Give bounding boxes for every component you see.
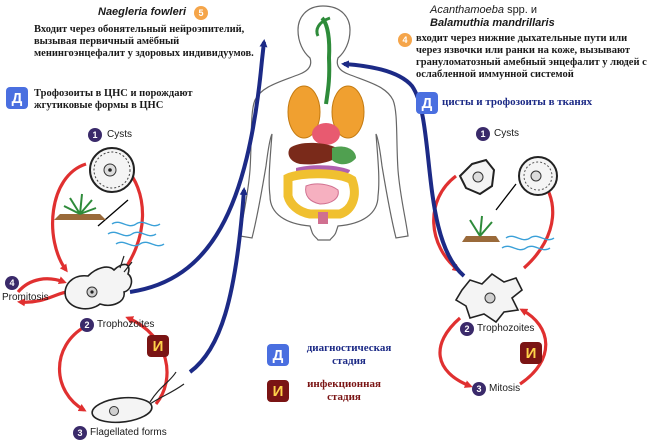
left-route-number: 5 [194, 6, 208, 20]
human-body-figure [239, 5, 409, 241]
right-organism-1-suffix: spp. и [507, 4, 538, 16]
left-organism-label: Naegleria fowleri [98, 6, 187, 18]
left-step3-number-text: 3 [77, 428, 83, 438]
right-step3-number-text: 3 [476, 384, 482, 394]
right-trophozoite-illustration [454, 272, 524, 324]
right-trophozoites-label: Trophozoites [477, 323, 535, 334]
right-infective-letter: И [525, 344, 537, 362]
left-cysts-label: Cysts [107, 129, 132, 140]
left-trophozoite-illustration [64, 255, 133, 310]
right-diagnostic-text: цисты и трофозоиты в тканях [442, 96, 593, 108]
right-step2-number-text: 2 [464, 324, 470, 334]
left-step1-number-text: 1 [92, 130, 98, 140]
left-cyst-illustration [89, 147, 135, 193]
left-step1-number: 1 [88, 128, 102, 142]
legend-diagnostic-badge: Д [267, 344, 289, 366]
left-promitosis-label: Promitosis [2, 292, 49, 303]
legend-infective-text: инфекционная стадия [307, 378, 381, 403]
right-organism-header: Acanthamoeba spp. и [430, 4, 537, 17]
left-infective-letter: И [152, 337, 164, 355]
left-step2-number-text: 2 [84, 320, 90, 330]
legend-diagnostic-letter: Д [272, 346, 284, 364]
right-plant-water-illustration [462, 215, 555, 251]
left-step4-number-text: 4 [9, 278, 15, 288]
legend-infective-letter: И [272, 382, 284, 400]
left-diagnostic-badge: Д [6, 87, 28, 109]
left-flagellate-illustration [91, 371, 185, 424]
right-organism-1: Acanthamoeba [430, 4, 504, 16]
right-divider-line [495, 183, 517, 211]
right-diagnostic-letter: Д [421, 94, 433, 112]
left-diagnostic-letter: Д [11, 89, 23, 107]
left-step2-number: 2 [80, 318, 94, 332]
legend-infective-badge: И [267, 380, 289, 402]
left-step4-number: 4 [5, 276, 19, 290]
right-cysts-label: Cysts [494, 128, 519, 139]
right-step3-number: 3 [472, 382, 486, 396]
left-plant-water-illustration [54, 193, 165, 247]
right-route-number-text: 4 [402, 35, 408, 45]
left-infective-badge: И [147, 335, 169, 357]
right-step2-number: 2 [460, 322, 474, 336]
left-diagnostic-text: Трофозоиты в ЦНС и порождают жгутиковые … [34, 88, 193, 112]
right-route-number: 4 [398, 33, 412, 47]
right-diagnostic-badge: Д [416, 92, 438, 114]
right-step1-number: 1 [476, 127, 490, 141]
left-route-description: Входит через обонятельный нейроэпителий,… [34, 24, 254, 60]
right-route-description: входит через нижние дыхательные пути или… [416, 33, 647, 81]
right-cyst-illustrations [458, 156, 558, 196]
right-mitosis-label: Mitosis [489, 383, 521, 394]
right-organism-2: Balamuthia mandrillaris [430, 17, 555, 29]
right-infective-badge: И [520, 342, 542, 364]
right-step1-number-text: 1 [480, 129, 486, 139]
left-route-number-text: 5 [198, 8, 204, 18]
left-divider-line [97, 199, 129, 227]
left-flagellated-label: Flagellated forms [90, 427, 167, 438]
left-trophozoites-label: Trophozoites [97, 319, 155, 330]
legend-diagnostic-text: диагностическая стадия [306, 342, 392, 367]
left-step3-number: 3 [73, 426, 87, 440]
